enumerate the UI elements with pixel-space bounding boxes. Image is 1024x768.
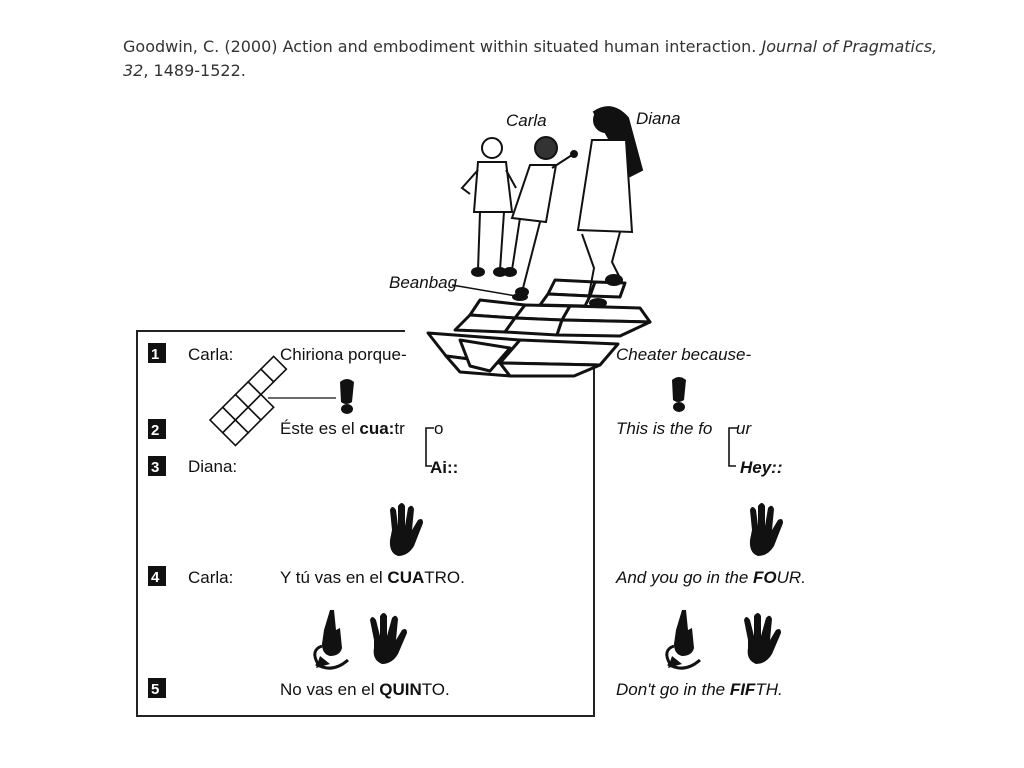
spanish-line-3: Ai:: bbox=[430, 458, 458, 477]
citation-volume: 32 bbox=[123, 61, 144, 80]
citation-pages: , 1489-1522. bbox=[143, 61, 246, 80]
english-line-5: Don't go in the FIFTH. bbox=[616, 680, 783, 699]
label-diana: Diana bbox=[636, 109, 680, 128]
hand-icon bbox=[389, 503, 423, 556]
open-hand-icon bbox=[744, 613, 781, 664]
girl-carla-figure bbox=[503, 136, 578, 297]
svg-text:5: 5 bbox=[151, 681, 159, 698]
open-hand-icon bbox=[370, 613, 407, 664]
footprint-icon bbox=[672, 377, 686, 412]
girl-left-figure bbox=[460, 137, 517, 277]
citation-journal: Journal of Pragmatics, bbox=[761, 37, 938, 56]
speaker-line-3: Diana: bbox=[188, 457, 237, 476]
svg-text:4: 4 bbox=[151, 569, 160, 586]
line-number-5: 5 bbox=[148, 678, 166, 698]
line-number-4: 4 bbox=[148, 566, 166, 586]
speaker-line-1: Carla: bbox=[188, 345, 233, 364]
speaker-line-4: Carla: bbox=[188, 568, 233, 587]
english-line-3: Hey:: bbox=[740, 458, 783, 477]
spanish-line-5: No vas en el QUINTO. bbox=[280, 680, 450, 699]
girl-diana-figure bbox=[576, 106, 644, 308]
pointing-hand-icon bbox=[313, 610, 349, 670]
svg-text:3: 3 bbox=[151, 459, 159, 476]
english-line-1: Cheater because- bbox=[616, 345, 751, 364]
citation-main: Goodwin, C. (2000) Action and embodiment… bbox=[123, 37, 762, 56]
label-beanbag: Beanbag bbox=[389, 273, 458, 292]
line-number-3: 3 bbox=[148, 456, 166, 476]
english-line-2: This is the fo bbox=[616, 419, 712, 438]
line-number-2: 2 bbox=[148, 419, 166, 439]
english-line-4: And you go in the FOUR. bbox=[615, 568, 806, 587]
hand-icon bbox=[749, 503, 783, 556]
line-number-1: 1 bbox=[148, 343, 166, 363]
transcript-frame bbox=[136, 330, 595, 717]
spanish-line-4: Y tú vas en el CUATRO. bbox=[280, 568, 465, 587]
footprint-icon bbox=[340, 379, 354, 414]
spanish-line-1: Chiriona porque- bbox=[280, 345, 407, 364]
spanish-line-2-overlap: o bbox=[434, 419, 443, 438]
overlap-bracket-spanish bbox=[425, 427, 434, 467]
overlap-bracket-english bbox=[728, 427, 738, 467]
citation: Goodwin, C. (2000) Action and embodiment… bbox=[123, 35, 963, 83]
spanish-line-2: Éste es el cua:tr bbox=[280, 419, 405, 438]
english-line-2-overlap: ur bbox=[736, 419, 752, 438]
hopscotch-diagram-small bbox=[208, 355, 336, 447]
label-carla: Carla bbox=[506, 111, 547, 130]
svg-text:2: 2 bbox=[151, 422, 159, 439]
pointing-hand-icon bbox=[665, 610, 701, 670]
svg-text:1: 1 bbox=[151, 346, 159, 363]
